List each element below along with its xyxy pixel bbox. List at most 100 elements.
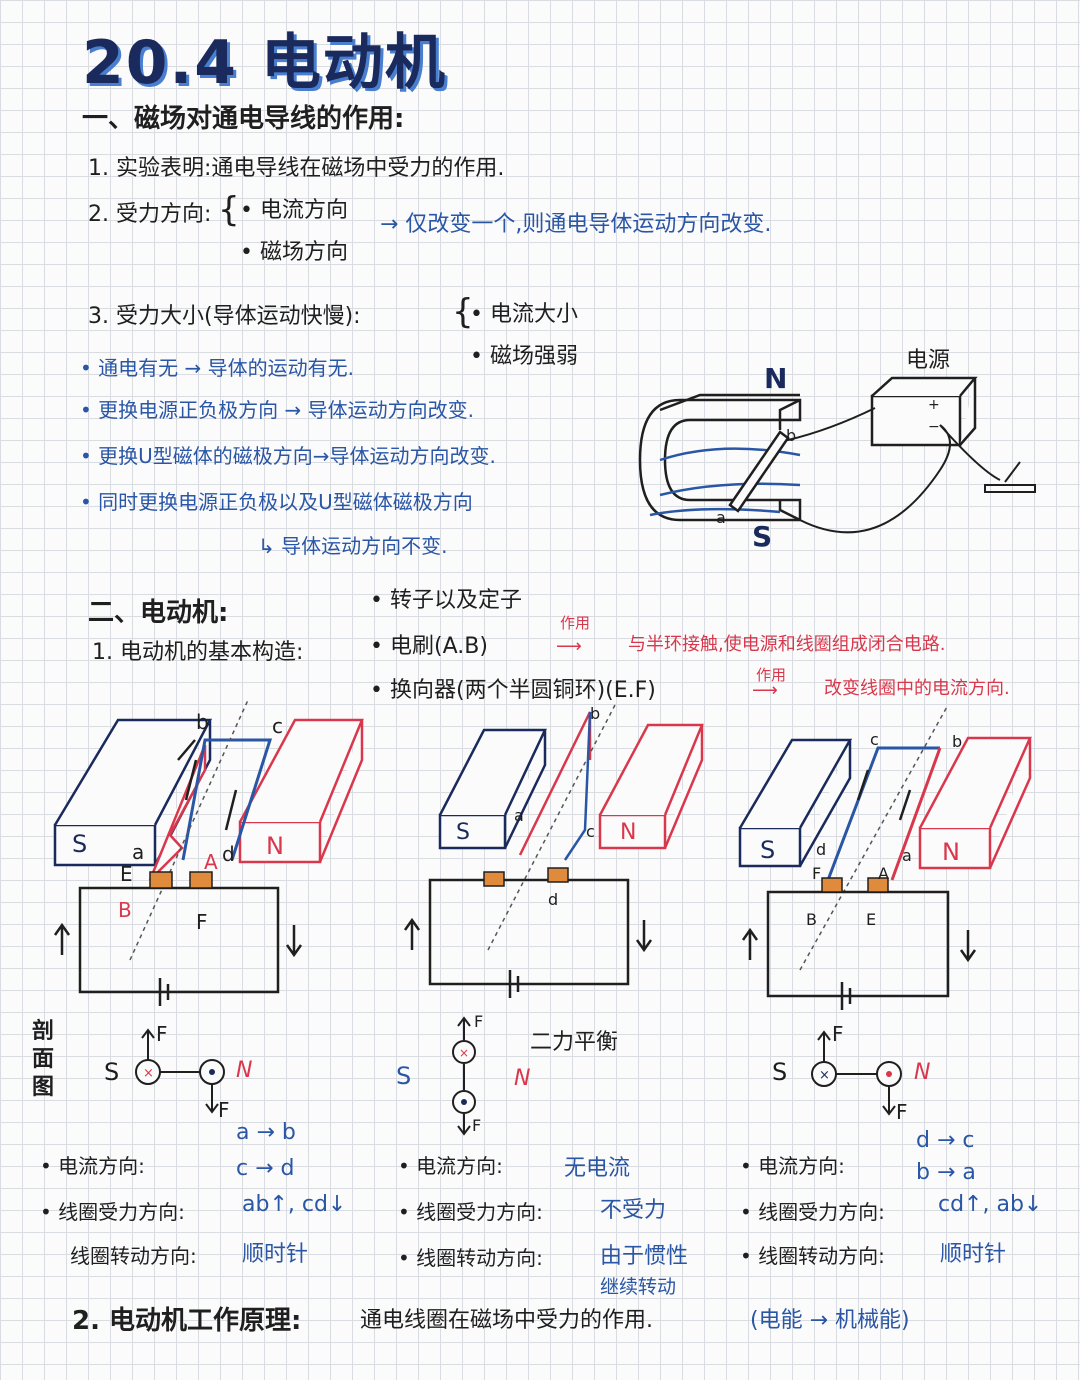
section1-heading: 一、磁场对通电导线的作用: [82, 104, 405, 134]
fig2-section-north: N [514, 1066, 531, 1091]
fig3-row-value: d → c [916, 1128, 975, 1153]
page-title: 20.4 电动机 [82, 28, 447, 98]
item2-option-field: 磁场方向 [240, 234, 348, 266]
rod-end-b-label: b [786, 426, 797, 445]
commutator-note: 改变线圈中的电流方向. [824, 678, 1010, 699]
item3-option-field: 磁场强弱 [470, 338, 578, 370]
fig3-north-label: N [942, 838, 960, 866]
svg-text:×: × [819, 1068, 830, 1083]
fig3-row-value: b → a [916, 1160, 976, 1185]
fig1-row-label: 线圈转动方向: [70, 1244, 197, 1268]
fig2-letter-a: a [514, 806, 524, 825]
item2-note: → 仅改变一个,则通电导体运动方向改变. [380, 212, 772, 237]
fig2-row-value: 不受力 [600, 1198, 667, 1223]
fig1-letter-b: b [196, 710, 209, 734]
fig3-letter-b: b [952, 732, 963, 751]
principle-label: 2. 电动机工作原理: [72, 1306, 302, 1336]
cross-section-label: 剖面图 [32, 1019, 55, 1100]
fig2-row-value: 无电流 [564, 1156, 631, 1181]
arrow-right-icon: ⟶ [752, 680, 778, 701]
balance-label: 二力平衡 [530, 1030, 619, 1055]
fig3-force-up-label: F [832, 1022, 844, 1046]
fig1-row-label: 电流方向: [40, 1150, 145, 1179]
fig1-section-south: S [104, 1058, 120, 1086]
fig1-row-value: 顺时针 [242, 1242, 309, 1267]
fig1-force-up-label: F [156, 1022, 168, 1046]
rod-end-a-label: a [716, 508, 726, 527]
motor-part-commutator: 换向器(两个半圆铜环)(E.F) [370, 672, 656, 704]
section2-item1: 1. 电动机的基本构造: [92, 640, 304, 665]
motor-part-brush: 电刷(A.B) [370, 628, 488, 660]
fig2-row-label: 线圈转动方向: [398, 1242, 543, 1271]
fig1-south-label: S [72, 830, 88, 858]
fig3-letter-A: A [878, 864, 889, 883]
fig1-letter-E: E [120, 862, 133, 886]
section2-heading: 二、电动机: [88, 598, 229, 628]
fig3-letter-B: B [806, 910, 817, 929]
principle-text: 通电线圈在磁场中受力的作用. [360, 1308, 653, 1333]
svg-text:−: − [928, 419, 940, 435]
section1-item1: 1. 实验表明:通电导线在磁场中受力的作用. [88, 156, 505, 181]
fig1-force-down-label: F [218, 1098, 230, 1122]
fig1-row-value: c → d [236, 1156, 295, 1181]
magnet-north-label: N [764, 362, 788, 395]
svg-text:+: + [928, 397, 940, 413]
fig3-section-north: N [914, 1060, 931, 1085]
fig1-letter-F: F [196, 910, 208, 934]
svg-text:×: × [143, 1066, 154, 1081]
fig2-row-label: 电流方向: [398, 1150, 503, 1179]
section1-item3-label: 3. 受力大小(导体运动快慢): [88, 304, 361, 329]
principle-energy: (电能 → 机械能) [750, 1308, 910, 1333]
fig3-row-value: 顺时针 [940, 1242, 1007, 1267]
fig3-letter-a: a [902, 846, 912, 865]
item2-option-current: 电流方向 [240, 192, 348, 224]
fig3-letter-E: E [866, 910, 877, 929]
section1-bullet-result: ↳ 导体运动方向不变. [258, 534, 448, 558]
fig2-force-up-label: F [474, 1012, 484, 1031]
fig1-north-label: N [266, 832, 284, 860]
fig1-row-value: a → b [236, 1120, 296, 1145]
fig3-row-value: cd↑, ab↓ [938, 1192, 1043, 1217]
fig1-letter-d: d [222, 842, 235, 866]
fig1-section-north: N [236, 1058, 253, 1083]
section1-item2-label: 2. 受力方向: [88, 202, 212, 227]
fig3-letter-d: d [816, 840, 827, 859]
fig2-letter-c: c [586, 822, 595, 841]
action-label: 作用 [756, 666, 787, 684]
section1-bullet: 更换U型磁体的磁极方向→导体运动方向改变. [80, 440, 496, 469]
fig1-row-value: ab↑, cd↓ [242, 1192, 347, 1217]
action-label: 作用 [560, 614, 591, 632]
item3-option-current: 电流大小 [470, 296, 578, 328]
section1-bullet: 更换电源正负极方向 → 导体运动方向改变. [80, 394, 474, 423]
section1-bullet: 同时更换电源正负极以及U型磁体磁极方向 [80, 486, 473, 515]
fig3-row-label: 线圈受力方向: [740, 1196, 885, 1225]
fig2-letter-d: d [548, 890, 559, 909]
fig2-row-label: 线圈受力方向: [398, 1196, 543, 1225]
fig1-letter-A: A [204, 850, 218, 874]
fig3-letter-c: c [870, 730, 879, 749]
fig1-letter-c: c [272, 714, 283, 738]
fig2-section-south: S [396, 1062, 412, 1090]
fig3-row-label: 线圈转动方向: [740, 1240, 885, 1269]
fig3-letter-F: F [812, 864, 822, 883]
brace-icon: { [452, 292, 474, 332]
brush-note: 与半环接触,使电源和线圈组成闭合电路. [628, 634, 946, 655]
brace-icon: { [218, 190, 240, 230]
fig2-row-value: 继续转动 [600, 1276, 677, 1298]
arrow-right-icon: ⟶ [556, 636, 582, 657]
magnet-south-label: S [752, 520, 773, 553]
power-source-label: 电源 [906, 348, 951, 373]
fig2-row-value: 由于惯性 [600, 1244, 689, 1269]
fig3-section-south: S [772, 1058, 788, 1086]
fig3-force-down-label: F [896, 1100, 908, 1124]
fig3-south-label: S [760, 836, 776, 864]
fig1-row-label: 线圈受力方向: [40, 1196, 185, 1225]
fig1-letter-a: a [132, 840, 145, 864]
fig2-north-label: N [620, 820, 637, 845]
motor-part-rotor: 转子以及定子 [370, 582, 522, 614]
fig2-force-down-label: F [472, 1116, 482, 1135]
fig1-letter-B: B [118, 898, 132, 922]
fig2-letter-b: b [590, 704, 601, 723]
fig2-south-label: S [456, 820, 470, 845]
section1-bullet: 通电有无 → 导体的运动有无. [80, 352, 354, 381]
